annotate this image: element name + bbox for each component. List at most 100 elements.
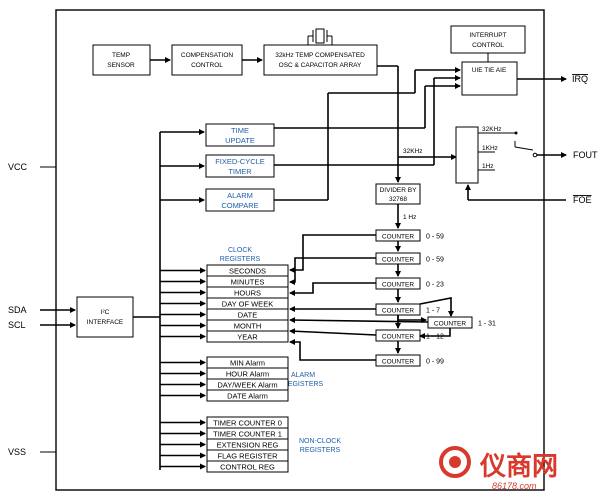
interrupt-control-block: INTERRUPT CONTROL [450, 25, 526, 54]
nonclock-register-stack: TIMER COUNTER 0 TIMER COUNTER 1 EXTENSION … [160, 416, 289, 473]
register-link [289, 234, 376, 273]
register-seconds: SECONDS [160, 264, 289, 277]
alarm-registers-title-2: REGISTERS [283, 381, 324, 388]
register-date-alarm: DATE Alarm [160, 389, 289, 402]
nonclock-registers-title-1: NON-CLOCK [299, 438, 341, 445]
pin-foe: FOE [573, 195, 592, 205]
crystal-icon [307, 28, 333, 45]
fixed-cycle-timer-block: FIXED-CYCLE TIMER [205, 154, 275, 178]
temp-sensor-block: TEMP SENSOR [92, 44, 151, 76]
oscillator-line1: 32kHz TEMP COMPENSATED [275, 52, 365, 59]
counter-range: 1 - 12 [426, 334, 444, 341]
watermark-text: 仪商网 [479, 451, 558, 482]
register-label: DAY OF WEEK [222, 300, 273, 309]
fixed-cycle-line1: FIXED-CYCLE [215, 157, 265, 166]
time-update-line2: UPDATE [225, 136, 255, 145]
counter-0-23: COUNTER 0 - 23 [375, 277, 444, 290]
fixed-cycle-line2: TIMER [228, 167, 252, 176]
register-label: MINUTES [231, 278, 265, 287]
counter-label: COUNTER [434, 321, 466, 328]
pin-vcc: VCC [8, 162, 28, 172]
counter-1-7: COUNTER 1 - 7 [375, 303, 440, 316]
register-label: HOUR Alarm [226, 370, 269, 379]
interrupt-line1: INTERRUPT [469, 32, 506, 39]
interrupt-enable-block: UIE TIE AIE [461, 61, 518, 96]
temp-sensor-line2: SENSOR [107, 62, 135, 69]
register-label: FLAG REGISTER [217, 452, 278, 461]
register-label: SECONDS [229, 267, 266, 276]
register-label: YEAR [237, 333, 258, 342]
watermark-url: 86178.com [492, 481, 537, 491]
register-flag-register: FLAG REGISTER [160, 449, 289, 462]
register-label: CONTROL REG [220, 463, 275, 472]
register-label: DATE Alarm [227, 392, 268, 401]
i2c-interface-block: I²C INTERFACE [76, 296, 134, 338]
compensation-block: COMPENSATION CONTROL [171, 44, 243, 76]
counter-label: COUNTER [382, 334, 414, 341]
register-hour-alarm: HOUR Alarm [160, 367, 289, 380]
register-label: EXTENSION REG [217, 441, 279, 450]
register-label: DATE [238, 311, 257, 320]
oscillator-block: 32kHz TEMP COMPENSATED OSC & CAPACITOR A… [263, 44, 378, 76]
time-update-line1: TIME [231, 126, 249, 135]
clock-registers-title-2: REGISTERS [220, 256, 261, 263]
register-link [289, 317, 429, 324]
divider-block: DIVIDER BY 32768 [375, 183, 421, 205]
compensation-line2: CONTROL [191, 62, 223, 69]
khz32-label: 32KHz [403, 148, 423, 155]
register-label: TIMER COUNTER 1 [213, 430, 282, 439]
alarm-registers-title-1: ALARM [291, 372, 315, 379]
counter-label: COUNTER [382, 257, 414, 264]
alarm-compare-line1: ALARM [227, 191, 253, 200]
nonclock-registers-title-2: REGISTERS [300, 447, 341, 454]
counter-range: 1 - 7 [426, 308, 440, 315]
counter-label: COUNTER [382, 234, 414, 241]
time-update-block: TIME UPDATE [205, 123, 275, 147]
counter-range: 0 - 59 [426, 234, 444, 241]
register-day-week-alarm: DAY/WEEK Alarm [160, 378, 289, 391]
frequency-selector: 32KHz 1KHz 1Hz [455, 126, 538, 184]
interrupt-line2: CONTROL [472, 42, 504, 49]
counter-label: COUNTER [382, 308, 414, 315]
counter-range: 0 - 99 [426, 359, 444, 366]
register-link [289, 339, 376, 361]
i2c-line1: I²C [101, 309, 110, 316]
counter-0-59: COUNTER 0 - 59 [375, 229, 444, 242]
sel-1khz-label: 1KHz [482, 145, 498, 152]
register-control-reg: CONTROL REG [160, 460, 289, 473]
register-label: HOURS [234, 289, 261, 298]
sel-32khz-label: 32KHz [482, 126, 502, 133]
counter-range: 0 - 23 [426, 282, 444, 289]
pin-irq: IRQ [572, 74, 588, 84]
register-link [289, 282, 376, 296]
register-timer-counter-1: TIMER COUNTER 1 [160, 427, 289, 440]
pin-sda: SDA [8, 305, 27, 315]
register-label: DAY/WEEK Alarm [217, 381, 277, 390]
register-label: MONTH [234, 322, 262, 331]
register-minutes: MINUTES [160, 275, 289, 288]
register-timer-counter-0: TIMER COUNTER 0 [160, 416, 289, 429]
chip-boundary [55, 9, 545, 491]
counter-range: 1 - 31 [478, 321, 496, 328]
clock-registers-title-1: CLOCK [228, 247, 252, 254]
register-label: TIMER COUNTER 0 [213, 419, 282, 428]
clock-register-stack: SECONDS MINUTES HOURS DAY OF WEEK DATE MONTH Y… [160, 264, 289, 343]
interrupt-enable-bits: UIE TIE AIE [472, 67, 507, 74]
sel-1hz-label: 1Hz [482, 163, 494, 170]
pin-vss: VSS [8, 447, 26, 457]
compensation-line1: COMPENSATION [181, 52, 234, 59]
i2c-line2: INTERFACE [87, 319, 124, 326]
divider-line2: 32768 [389, 196, 407, 203]
pin-scl: SCL [8, 320, 26, 330]
pin-fout: FOUT [573, 150, 598, 160]
alarm-compare-line2: COMPARE [221, 201, 258, 210]
carry-link [419, 328, 451, 339]
counter-1-31: COUNTER 1 - 31 [427, 316, 496, 329]
register-link [289, 328, 377, 336]
register-day-of-week: DAY OF WEEK [160, 297, 289, 310]
counter-label: COUNTER [382, 282, 414, 289]
